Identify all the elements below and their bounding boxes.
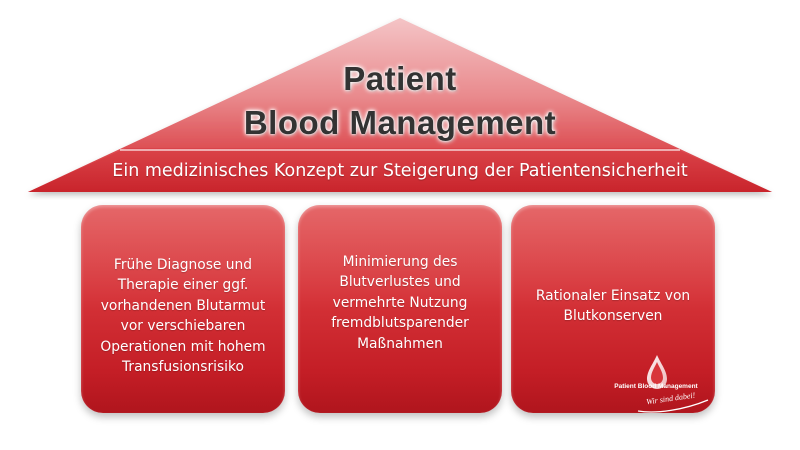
pillar-1-text: Frühe Diagnose und Therapie einer ggf. v… [100, 256, 266, 376]
subtitle: Ein medizinisches Konzept zur Steigerung… [112, 161, 688, 181]
pillar-2-text: Minimierung des Blutverlustes und vermeh… [331, 253, 469, 352]
roof-band [28, 148, 772, 192]
blood-drop-icon [647, 355, 667, 389]
pillar-early-diagnosis: Frühe Diagnose und Therapie einer ggf. v… [81, 205, 285, 413]
pillar-3-text: Rationaler Einsatz von Blutkonserven [535, 287, 691, 325]
house-roof: Patient Blood Management Ein medizinisch… [0, 0, 800, 200]
pillar-blood-loss-minimization: Minimierung des Blutverlustes und vermeh… [298, 205, 502, 413]
pillar-rational-use: Rationaler Einsatz von Blutkonserven [511, 205, 715, 413]
title-line-1: Patient [343, 60, 457, 97]
logo-name: Patient Blood Management [602, 383, 710, 390]
pbm-logo: Patient Blood Management Wir sind dabei! [602, 354, 710, 416]
logo-name-part-3: Management [657, 383, 698, 390]
logo-swoosh [637, 399, 709, 413]
title-line-2: Blood Management [243, 104, 557, 141]
logo-name-part-2: Blood [637, 383, 657, 390]
logo-name-part-1: Patient [614, 383, 636, 390]
roof-triangle [28, 18, 772, 192]
